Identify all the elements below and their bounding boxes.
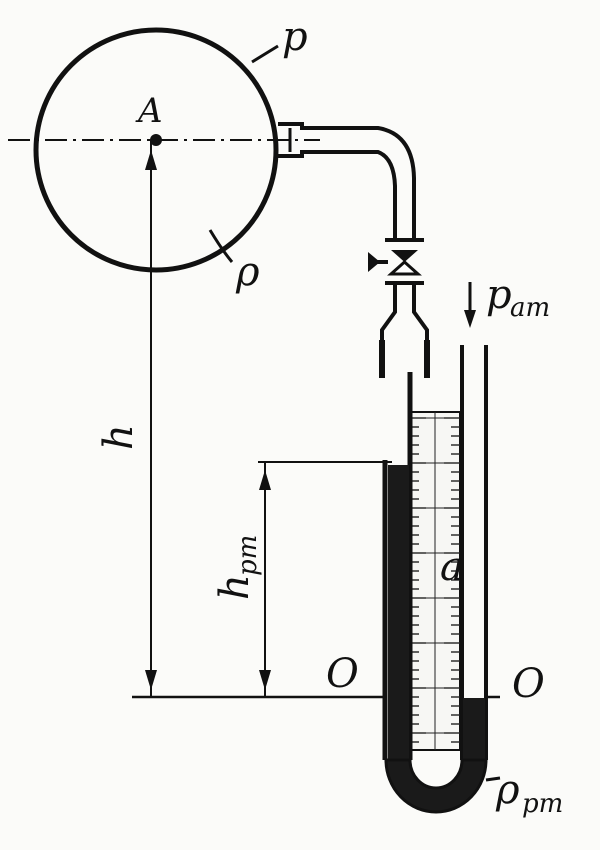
scale-ticks: [410, 412, 460, 750]
label-p-am-main: p: [486, 272, 512, 318]
dimension-h-rm: [259, 462, 271, 697]
label-p-am-sub: ат: [510, 293, 550, 323]
measuring-scale: [409, 411, 461, 751]
label-zero-left: O: [326, 651, 359, 697]
label-rho-rm-main: ρ: [495, 767, 520, 813]
label-rho-rm: ρ рт: [495, 767, 563, 819]
label-zero-right: O: [512, 661, 545, 707]
dimension-h: [145, 140, 157, 697]
label-h-rm: h рт: [212, 535, 263, 600]
point-a-dot: [150, 134, 162, 146]
u-tube: [382, 345, 488, 760]
reference-lines: [132, 461, 500, 699]
lower-connector-tube: [379, 283, 430, 378]
label-h: h: [96, 424, 142, 450]
atmospheric-pressure-arrow: [464, 282, 476, 328]
connecting-tube: [278, 122, 416, 240]
leader-line-rho: [208, 229, 234, 263]
label-rho: ρ: [235, 249, 260, 295]
label-point-a: A: [135, 91, 163, 131]
valve-icon: [368, 238, 424, 285]
label-p: p: [282, 14, 308, 60]
label-p-am: p ат: [486, 272, 550, 323]
label-a: a: [440, 544, 464, 590]
leader-line-rho-rm: [485, 776, 501, 782]
mercury-fluid: [384, 465, 488, 814]
label-rho-rm-sub: рт: [522, 789, 563, 819]
label-h-rm-main: h: [212, 574, 258, 600]
vessel-circle: [33, 27, 279, 273]
label-h-rm-sub: рт: [233, 535, 263, 576]
leader-line-p: [251, 44, 279, 64]
